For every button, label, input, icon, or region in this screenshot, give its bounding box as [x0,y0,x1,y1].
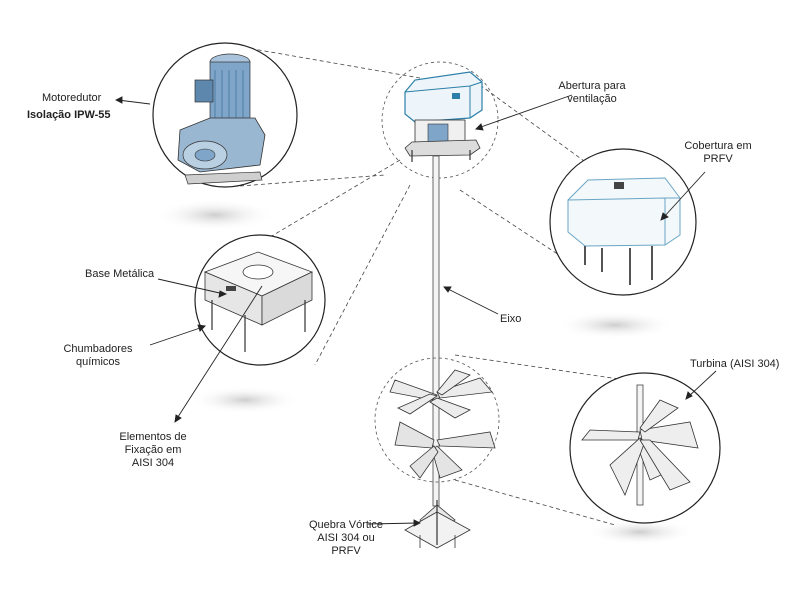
vortex-breaker [404,500,471,549]
zoom-circle-motor [152,42,298,188]
shadow-base [190,386,300,414]
label-cobertura-line2: PRFV [703,153,733,165]
label-motoredutor: Motoredutor [42,92,102,104]
shadow-turbine [585,519,695,545]
label-quebra-line3: PRFV [331,545,361,557]
label-cobertura-line1: Cobertura em [684,140,752,152]
turbine-lower [394,421,496,479]
zoom-circle-turbine [569,372,721,524]
label-chumbadores-line2: químicos [75,356,121,368]
label-pointers [114,94,717,527]
label-quebra-line1: Quebra Vórtice [309,519,383,531]
label-isolacao: Isolação IPW-55 [27,109,111,121]
label-chumbadores-line1: Chumbadores [63,343,133,355]
label-elementos-line3: AISI 304 [131,457,175,469]
label-elementos-line2: Fixação em [124,444,182,456]
zoom-circle-cover [549,148,697,296]
zoom-circle-base [194,234,326,366]
drive-enclosure [381,61,499,179]
turbine-upper [389,369,493,419]
label-elementos-line1: Elementos de [119,431,187,443]
shadow-motor [155,199,275,231]
label-abertura-line2: ventilação [567,93,617,105]
label-quebra-line2: AISI 304 ou [317,532,375,544]
shadow-cover [555,311,675,339]
label-abertura-line1: Abertura para [558,80,626,92]
label-turbina: Turbina (AISI 304) [690,358,780,370]
turbine-dashed-circle [374,357,500,483]
label-base-metalica: Base Metálica [85,268,155,280]
label-eixo: Eixo [500,313,522,325]
